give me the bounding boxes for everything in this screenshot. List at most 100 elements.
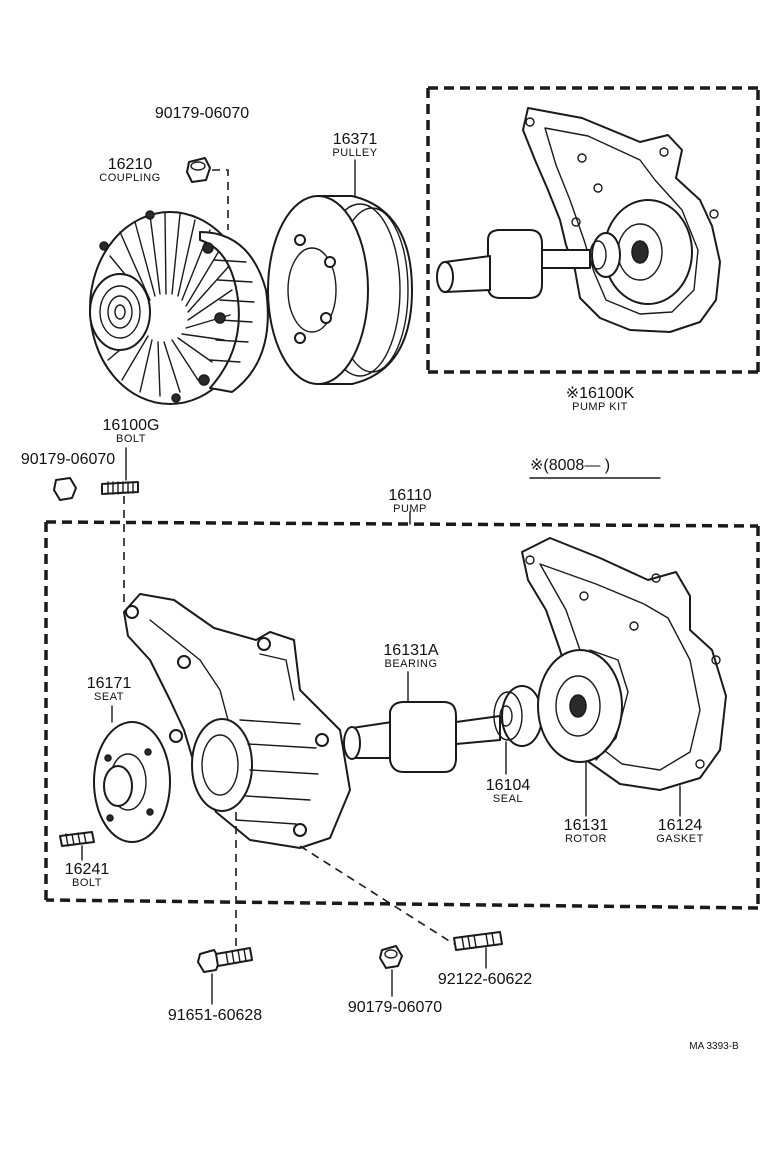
gasket-hole [579, 591, 589, 601]
seat-bolt-drawing [59, 831, 95, 847]
seat-hole [146, 808, 154, 816]
pump-housing-rib [149, 619, 229, 721]
pump-kit-number: ※16100K [565, 385, 635, 402]
coupling-name: COUPLING [99, 172, 161, 184]
bearing-body-drawing [389, 701, 457, 773]
pulley-bolt-hole [294, 234, 306, 246]
gasket-hole [651, 573, 661, 583]
coupling-label: 16210 COUPLING [80, 157, 180, 184]
pulley-bolt-hole [324, 256, 336, 268]
stud-bolt-drawing [101, 481, 139, 495]
production-note: ※(8008— ) [530, 457, 611, 474]
pulley-label: 16371 PULLEY [310, 132, 400, 159]
pulley-group [267, 159, 413, 385]
seat-boss [103, 765, 133, 807]
coupling-nut-stud [214, 312, 226, 324]
bolt-bottom-threads [225, 948, 247, 965]
pump-bolt-hole [293, 823, 307, 837]
seal-number: 16104 [485, 777, 531, 794]
coupling-bolt [99, 241, 109, 251]
seal-label: 16104 SEAL [468, 778, 548, 805]
coupling-flange-ribs [209, 259, 255, 363]
kit-rotor-center [631, 240, 649, 264]
gasket-hole [629, 621, 639, 631]
coupling-face-drawing [89, 273, 151, 351]
pump-kit-name: PUMP KIT [572, 401, 628, 413]
coupling-bolt [171, 393, 181, 403]
stud-bottom-drawing [453, 931, 503, 951]
bearing-shaft-end [343, 726, 361, 760]
stud-label: 16100G BOLT [86, 418, 176, 445]
nut-bottom-hole [384, 949, 398, 959]
drawing-code: MA 3393-B [689, 1041, 739, 1052]
nut-bottom-label: 90179-06070 [347, 999, 443, 1016]
pulley-hub-drawing [287, 247, 337, 333]
seat-hole [104, 754, 112, 762]
coupling-nut-hole [190, 161, 206, 171]
pump-group [44, 511, 760, 952]
rotor-label: 16131 ROTOR [546, 818, 626, 845]
bottom-fasteners-group [197, 931, 503, 1005]
pump-kit-dashed-border [426, 86, 760, 374]
kit-bearing-drawing [487, 229, 543, 299]
stud-threads [107, 481, 134, 495]
kit-gasket-hole [593, 183, 603, 193]
bearing-rear-shaft [455, 715, 501, 745]
coupling-face-ring [114, 304, 126, 320]
pump-kit-group [426, 86, 760, 374]
kit-shaft-end-face [436, 261, 454, 293]
pump-bolt-hole [169, 729, 183, 743]
coupling-nut-stud [202, 242, 214, 254]
coupling-flange-drawing [199, 231, 269, 393]
nut-left-label: 90179-06070 [20, 451, 116, 468]
bearing-name: BEARING [384, 658, 438, 670]
coupling-bolt [145, 210, 155, 220]
coupling-nut-stud [198, 374, 210, 386]
seat-bolt-threads [65, 832, 87, 847]
pump-name: PUMP [393, 503, 427, 515]
kit-gasket-hole [577, 153, 587, 163]
pump-housing-rib [259, 653, 295, 701]
stud-number: 16100G [102, 417, 160, 434]
gasket-number: 16124 [657, 817, 703, 834]
gasket-hole [525, 555, 535, 565]
bolt-bottom-label: 91651-60628 [167, 1007, 263, 1024]
pump-dashed-border [44, 520, 760, 910]
pump-bolt-hole [257, 637, 271, 651]
pump-number: 16110 [388, 487, 432, 504]
pulley-bolt-hole [294, 332, 306, 344]
coupling-nut-label: 90179-06070 [154, 105, 250, 122]
pump-kit-label: ※16100K PUMP KIT [540, 386, 660, 413]
pump-inlet-drawing [191, 718, 253, 812]
seat-bolt-label: 16241 BOLT [52, 862, 122, 889]
bearing-number: 16131A [383, 642, 439, 659]
kit-gasket-inner [544, 127, 699, 315]
pump-stud-dashed-leader [299, 845, 455, 945]
pulley-face-drawing [267, 195, 369, 385]
pulley-name: PULLEY [332, 147, 378, 159]
stud-name: BOLT [116, 433, 146, 445]
pump-body-ribs [235, 719, 319, 825]
seal-bore [499, 705, 513, 727]
rotor-hub [555, 675, 601, 737]
rotor-number: 16131 [563, 817, 609, 834]
kit-gasket-hole [571, 217, 581, 227]
stud-bottom-threads [461, 932, 495, 950]
seat-number: 16171 [86, 675, 132, 692]
kit-gasket-hole [525, 117, 535, 127]
gasket-hole [695, 759, 705, 769]
seal-name: SEAL [492, 793, 524, 805]
stud-bottom-label: 92122-60622 [437, 971, 533, 988]
rotor-center [569, 694, 587, 718]
coupling-number: 16210 [107, 156, 153, 173]
pulley-number: 16371 [332, 131, 378, 148]
gasket-label: 16124 GASKET [640, 818, 720, 845]
stud-group [53, 447, 139, 606]
rotor-name: ROTOR [564, 833, 608, 845]
seat-hole [106, 814, 114, 822]
seat-bolt-name: BOLT [72, 877, 102, 889]
bolt-bottom-drawing [197, 949, 221, 973]
kit-gasket-hole [709, 209, 719, 219]
pump-bolt-hole [315, 733, 329, 747]
